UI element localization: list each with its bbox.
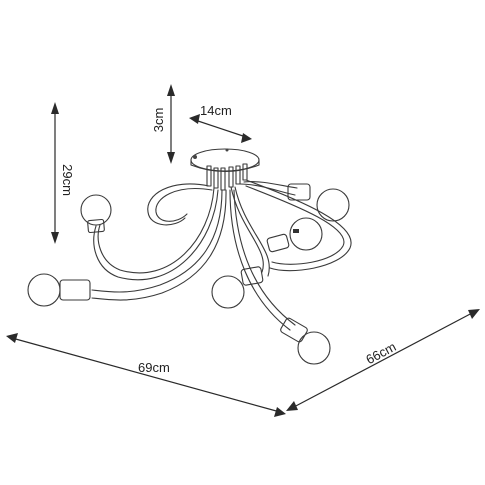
dimension-14cm-arrow (189, 114, 252, 143)
bulb-right-upper (287, 183, 350, 222)
dimension-29cm-label: 29cm (60, 164, 75, 196)
dimension-29cm-arrow (51, 102, 59, 244)
dimension-3cm-arrow (167, 84, 175, 164)
lamp-illustration (27, 148, 352, 365)
bulb-upper-left (80, 194, 112, 234)
bulb-lower-left (27, 273, 91, 307)
lamp-arms (91, 179, 352, 331)
bulb-center-lower (211, 266, 264, 309)
bulb-right-middle (266, 217, 323, 253)
dimension-66cm-label: 66cm (363, 339, 398, 367)
arm-stems (206, 163, 248, 191)
dimension-69cm-label: 69cm (138, 360, 170, 375)
dimension-69cm-arrow (6, 333, 286, 417)
dimension-66cm-arrow (286, 309, 480, 411)
dimension-3cm-label: 3cm (151, 108, 166, 133)
dimension-14cm-label: 14cm (200, 103, 232, 118)
bulb-bottom (280, 317, 331, 365)
